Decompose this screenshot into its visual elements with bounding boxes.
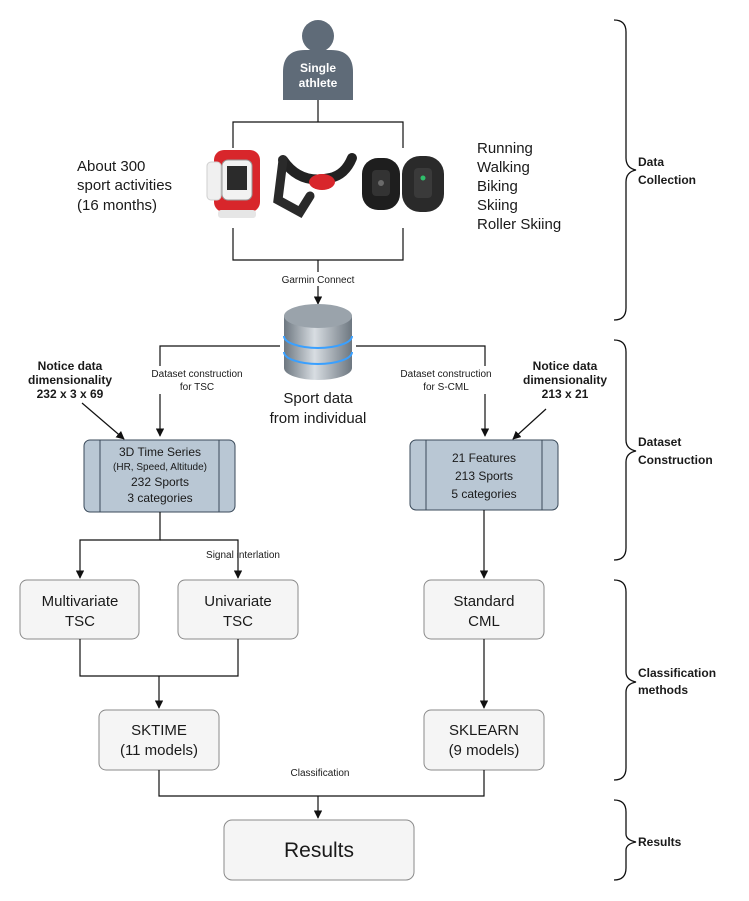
sklearn-line2: (9 models): [449, 742, 520, 759]
classification-label: Classification: [291, 768, 350, 779]
left-notice-line3: 232 x 3 x 69: [37, 387, 104, 401]
left-notice-line1: Notice data: [38, 359, 103, 373]
database-label-line2: from individual: [270, 410, 367, 427]
sklearn-box: SKLEARN (9 models): [423, 709, 545, 771]
sklearn-line1: SKLEARN: [449, 722, 519, 739]
sktime-line1: SKTIME: [131, 722, 187, 739]
univariate-line1: Univariate: [204, 593, 272, 610]
athlete-label-line2: athlete: [299, 76, 338, 90]
left-construction-label-line1: Dataset construction: [151, 369, 242, 380]
phase-classification-line2: methods: [638, 683, 688, 697]
chest-strap-icon: [273, 153, 357, 218]
garmin-label: Garmin Connect: [282, 275, 355, 286]
database-icon: [283, 304, 353, 380]
devices-bottom-bracket: [232, 228, 404, 261]
brace-results: [613, 799, 637, 881]
watch-red-icon: [206, 150, 260, 218]
right-dataset-line3: 5 categories: [451, 487, 516, 501]
activities-note-line2: sport activities: [77, 177, 172, 194]
multivariate-line1: Multivariate: [42, 593, 119, 610]
left-notice-line2: dimensionality: [28, 373, 112, 387]
phase-data-collection-line2: Collection: [638, 173, 696, 187]
sport-item-biking: Biking: [477, 178, 518, 195]
right-dataset-box: 21 Features 213 Sports 5 categories: [409, 439, 559, 511]
right-branch-arrow: [356, 345, 490, 437]
right-dataset-line1: 21 Features: [452, 451, 516, 465]
standard-line1: Standard: [454, 593, 515, 610]
brace-dataset-construction: [613, 339, 637, 561]
standard-line2: CML: [468, 613, 500, 630]
left-dataset-line1: 3D Time Series: [119, 445, 201, 459]
interlation-label: Signal interlation: [206, 550, 280, 561]
right-notice-line1: Notice data: [533, 359, 598, 373]
right-construction-label-line2: for S-CML: [423, 382, 469, 393]
sktime-box: SKTIME (11 models): [98, 709, 220, 771]
activities-note-line3: (16 months): [77, 197, 157, 214]
multivariate-line2: TSC: [65, 613, 95, 630]
left-branch-arrow: [155, 345, 280, 437]
database-label-line1: Sport data: [283, 390, 353, 407]
activities-note-line1: About 300: [77, 158, 145, 175]
results-box: Results: [223, 819, 415, 881]
sport-item-walking: Walking: [477, 159, 530, 176]
results-label: Results: [284, 839, 354, 862]
athlete-label-line1: Single: [300, 61, 336, 75]
left-dataset-box: 3D Time Series (HR, Speed, Altitude) 232…: [83, 439, 236, 513]
standard-cml-box: Standard CML: [423, 579, 545, 640]
brace-classification-methods: [613, 579, 637, 781]
devices-top-bracket: [232, 121, 404, 148]
sktime-line2: (11 models): [120, 742, 198, 759]
univariate-line2: TSC: [223, 613, 253, 630]
multivariate-tsc-box: Multivariate TSC: [19, 579, 140, 640]
left-construction-label-line2: for TSC: [180, 382, 214, 393]
phase-data-collection-line1: Data: [638, 155, 664, 169]
right-notice-line3: 213 x 21: [542, 387, 589, 401]
sport-item-roller-skiing: Roller Skiing: [477, 216, 561, 233]
univariate-tsc-box: Univariate TSC: [177, 579, 299, 640]
phase-dataset-line2: Construction: [638, 453, 713, 467]
phase-classification-line1: Classification: [638, 666, 716, 680]
right-notice-line2: dimensionality: [523, 373, 607, 387]
right-dataset-line2: 213 Sports: [455, 469, 513, 483]
left-dataset-line3: 232 Sports: [131, 475, 189, 489]
phase-results: Results: [638, 835, 682, 849]
phase-dataset-line1: Dataset: [638, 435, 681, 449]
right-construction-label-line1: Dataset construction: [400, 369, 491, 380]
fitness-band-icon: [362, 156, 444, 212]
brace-data-collection: [613, 19, 637, 321]
sport-item-skiing: Skiing: [477, 197, 518, 214]
sport-item-running: Running: [477, 140, 533, 157]
athlete-icon: Single athlete: [283, 20, 353, 100]
left-dataset-line2: (HR, Speed, Altitude): [113, 462, 207, 473]
left-dataset-line4: 3 categories: [127, 491, 192, 505]
